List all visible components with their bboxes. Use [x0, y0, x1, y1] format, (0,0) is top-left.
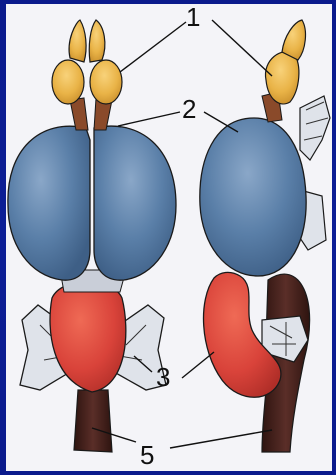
brainstem-left [74, 390, 112, 452]
label-5: 5 [140, 440, 154, 470]
olfactory-bulb-lateral [265, 52, 298, 104]
label-3: 3 [156, 362, 170, 392]
label-2: 2 [182, 94, 196, 124]
cerebrum-lateral-hemisphere [200, 118, 306, 276]
label-1: 1 [186, 2, 200, 32]
olfactory-bulb-right [90, 60, 122, 104]
olfactory-bulb-left [52, 60, 84, 104]
